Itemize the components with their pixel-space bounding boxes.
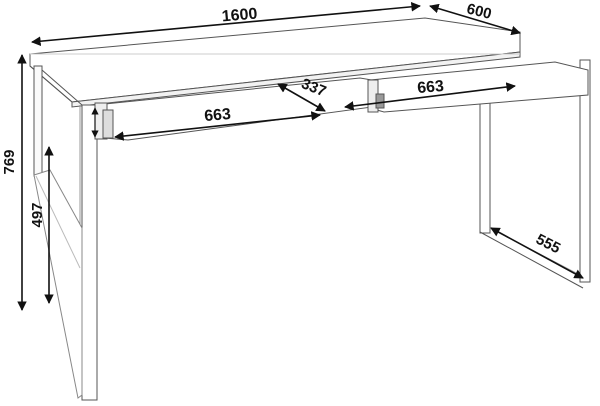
drawer-left-dimension-line: [114, 111, 321, 141]
clearance-label: 497: [29, 202, 46, 227]
leg-base-dimension-line: [490, 227, 584, 279]
depth-dimension-line: [429, 3, 521, 36]
width-dimension-line: [31, 2, 421, 46]
dimension-lines: [17, 2, 584, 311]
width-label: 1600: [221, 5, 258, 25]
drawer-left-width-label: 663: [204, 106, 232, 125]
height-label: 769: [1, 149, 18, 174]
depth-label: 600: [465, 0, 493, 23]
drawer-right-width-label: 663: [417, 78, 445, 97]
drawer-depth-dimension-line: [277, 83, 326, 112]
desk-drawing: [29, 17, 591, 401]
left-leg: [33, 65, 98, 401]
drawer-right-dimension-line: [344, 82, 516, 111]
